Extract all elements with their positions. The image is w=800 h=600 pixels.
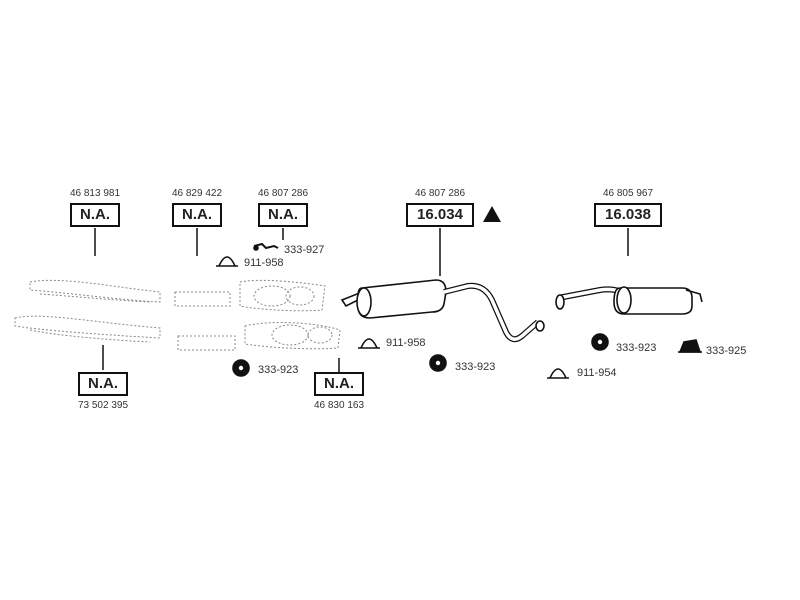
box-label: 16.034 — [417, 206, 463, 223]
ref-number: 46 830 163 — [313, 400, 365, 411]
clamp-icon — [547, 368, 569, 379]
ref-number: 46 813 981 — [69, 188, 121, 199]
clamp-icon — [216, 256, 238, 267]
part-box-7[interactable]: N.A. — [314, 372, 364, 396]
box-label: N.A. — [80, 206, 110, 223]
ref-number: 46 807 286 — [257, 188, 309, 199]
box-label: N.A. — [268, 206, 298, 223]
part-number: 911-958 — [244, 257, 284, 269]
part-box-2[interactable]: N.A. — [172, 203, 222, 227]
box-label: N.A. — [182, 206, 212, 223]
warning-icon — [483, 206, 501, 222]
ref-number: 46 807 286 — [414, 188, 466, 199]
part-number: 333-927 — [284, 244, 325, 256]
part-number: 333-925 — [706, 345, 747, 357]
rear-muffler — [555, 286, 703, 315]
part-number: 911-954 — [577, 367, 617, 379]
ref-number: 46 805 967 — [602, 188, 654, 199]
clamp-icon — [358, 338, 380, 349]
hanger-icon — [253, 242, 279, 251]
part-number: 333-923 — [616, 342, 657, 354]
middle-muffler — [340, 279, 545, 343]
box-label: N.A. — [324, 375, 354, 392]
box-label: 16.038 — [605, 206, 651, 223]
rubber-icon — [429, 354, 447, 372]
part-box-3[interactable]: N.A. — [258, 203, 308, 227]
part-box-6[interactable]: N.A. — [78, 372, 128, 396]
box-label: N.A. — [88, 375, 118, 392]
rubber-icon — [591, 333, 609, 351]
part-number: 911-958 — [386, 337, 426, 349]
ref-number: 46 829 422 — [171, 188, 223, 199]
part-box-4[interactable]: 16.034 — [406, 203, 474, 227]
front-pipes-na — [14, 279, 341, 351]
part-box-1[interactable]: N.A. — [70, 203, 120, 227]
rubber-icon — [232, 359, 250, 377]
mount-icon — [678, 339, 702, 353]
part-box-5[interactable]: 16.038 — [594, 203, 662, 227]
part-number: 333-923 — [258, 364, 299, 376]
ref-number: 73 502 395 — [77, 400, 129, 411]
part-number: 333-923 — [455, 361, 496, 373]
